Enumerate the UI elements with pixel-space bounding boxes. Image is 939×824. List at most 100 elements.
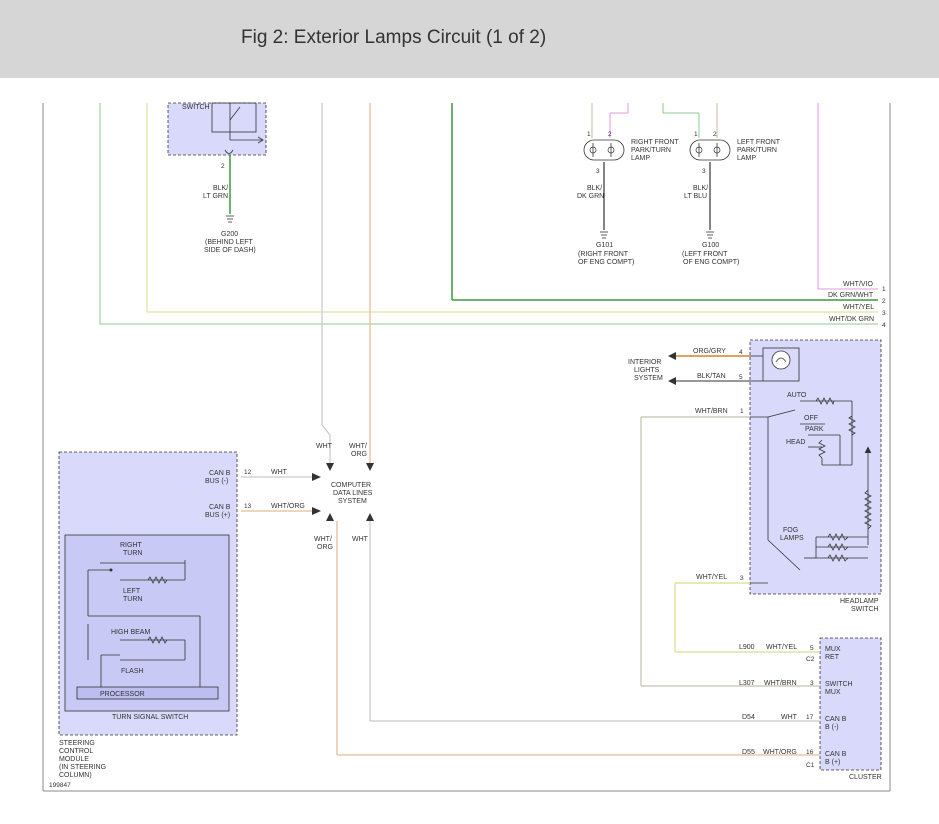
diagram-label: CAN B xyxy=(825,751,847,758)
diagram-label: PARK xyxy=(805,426,824,433)
diagram-label: D55 xyxy=(742,749,755,756)
diagram-label: SWITCH xyxy=(825,681,853,688)
diagram-label: (IN STEERING xyxy=(59,764,106,771)
top-switch: SWITCH 2 BLK/ LT GRN G200 (BEHIND LEFT S… xyxy=(99,102,267,324)
diagram-label: 1 xyxy=(882,286,886,293)
diagram-label: PARK/TURN xyxy=(737,147,777,154)
diagram-label: 16 xyxy=(806,749,814,756)
diagram-label: 1 xyxy=(740,408,744,415)
diagram-label: 5 xyxy=(810,645,814,652)
diagram-label: CAN B xyxy=(209,504,231,511)
diagram-label: WHT/ORG xyxy=(763,749,797,756)
diagram-label: 12 xyxy=(244,469,252,476)
diagram-label: LAMP xyxy=(631,155,650,162)
diagram-label: 3 xyxy=(596,168,600,175)
diagram-label: COLUMN) xyxy=(59,772,92,779)
g200-wire-2: LT GRN xyxy=(203,193,228,200)
diagram-label: D54 xyxy=(742,714,755,721)
diagram-label: FLASH xyxy=(121,668,144,675)
diagram-label: OF ENG COMPT) xyxy=(683,259,739,266)
diagram-label: LT BLU xyxy=(684,193,707,200)
bus-wires: WHT/VIO 1 DK GRN/WHT 2 WHT/YEL 3 WHT/DK … xyxy=(100,103,886,329)
diagram-label: INTERIOR xyxy=(628,359,661,366)
diagram-label: RIGHT xyxy=(120,542,143,549)
diagram-label: 1 xyxy=(694,131,698,138)
diagram-label: LEFT FRONT xyxy=(737,139,781,146)
diagram-label: WHT/ xyxy=(349,443,367,450)
diagram-label: 13 xyxy=(244,503,252,510)
diagram-label: COMPUTER xyxy=(331,482,371,489)
diagram-label: TURN xyxy=(123,596,142,603)
diagram-label: MODULE xyxy=(59,756,89,763)
diagram-label: OFF xyxy=(804,415,818,422)
diagram-label: BLK/ xyxy=(587,185,602,192)
headlamp-switch: INTERIOR LIGHTS SYSTEM ORG/GRY 4 BLK/TAN… xyxy=(628,339,882,686)
diagram-label: RIGHT FRONT xyxy=(631,139,679,146)
diagram-label: TURN SIGNAL SWITCH xyxy=(112,714,188,721)
diagram-label: 3 xyxy=(702,168,706,175)
g200-loc-2: SIDE OF DASH) xyxy=(204,247,256,254)
diagram-label: 3 xyxy=(882,310,886,317)
diagram-label: 2 xyxy=(713,131,717,138)
diagram-label: L307 xyxy=(739,680,755,687)
diagram-label: SYSTEM xyxy=(634,375,663,382)
diagram-label: WHT xyxy=(271,469,288,476)
diagram-label: DK GRN xyxy=(577,193,604,200)
diagram-label: SWITCH xyxy=(851,606,879,613)
diagram-label: PROCESSOR xyxy=(100,691,145,698)
top-switch-pin: 2 xyxy=(221,163,225,170)
diagram-label: WHT xyxy=(781,714,798,721)
diagram-label: OF ENG COMPT) xyxy=(578,259,634,266)
diagram-label: WHT/ xyxy=(314,536,332,543)
diagram-label: CAN B xyxy=(825,716,847,723)
g200-wire-1: BLK/ xyxy=(213,185,228,192)
diagram-label: WHT xyxy=(352,536,369,543)
diagram-label: CAN B xyxy=(209,470,231,477)
diagram-label: LEFT xyxy=(123,588,141,595)
diagram-label: L900 xyxy=(739,644,755,651)
diagram-label: C2 xyxy=(806,656,815,663)
right-front-lamp: 1 2 3 RIGHT FRONT PARK/TURN LAMP BLK/ DK… xyxy=(577,103,679,266)
diagram-label: WHT/DK GRN xyxy=(829,316,874,323)
diagram-label: AUTO xyxy=(787,392,807,399)
steering-control-module: CAN B BUS (-) 12 WHT CAN B BUS (+) 13 WH… xyxy=(58,451,305,779)
diagram-label: B (-) xyxy=(825,724,839,731)
diagram-label: BLK/TAN xyxy=(697,373,726,380)
figure-id: 199847 xyxy=(49,782,71,789)
diagram-label: WHT/YEL xyxy=(843,304,874,311)
ground-icon xyxy=(706,231,714,239)
diagram-label: G100 xyxy=(702,242,719,249)
cluster: L900 WHT/YEL 5 C2 MUX RET L307 WHT/BRN 3… xyxy=(337,637,882,781)
figure-title: Fig 2: Exterior Lamps Circuit (1 of 2) xyxy=(241,27,547,48)
diagram-label: HEAD xyxy=(786,439,805,446)
diagram-label: LAMPS xyxy=(780,535,804,542)
diagram-label: WHT/YEL xyxy=(766,644,797,651)
diagram-label: 5 xyxy=(739,374,743,381)
top-switch-label: SWITCH xyxy=(182,104,210,111)
figure-header: Fig 2: Exterior Lamps Circuit (1 of 2) xyxy=(0,0,939,78)
diagram-label: 4 xyxy=(739,349,743,356)
g200-name: G200 xyxy=(221,231,238,238)
diagram-label: HEADLAMP xyxy=(840,598,879,605)
diagram-label: BUS (-) xyxy=(205,478,228,485)
diagram-label: DATA LINES xyxy=(333,490,373,497)
diagram-label: LAMP xyxy=(737,155,756,162)
diagram-label: WHT/ORG xyxy=(271,503,305,510)
diagram-label: 1 xyxy=(587,131,591,138)
diagram-label: ORG xyxy=(317,544,333,551)
left-front-lamp: 1 2 3 LEFT FRONT PARK/TURN LAMP BLK/ LT … xyxy=(662,103,781,266)
diagram-label: BUS (+) xyxy=(205,512,230,519)
diagram-label: CONTROL xyxy=(59,748,93,755)
diagram-label: HIGH BEAM xyxy=(111,629,150,636)
diagram-label: (LEFT FRONT xyxy=(682,251,728,258)
diagram-label: 3 xyxy=(740,575,744,582)
diagram-label: SYSTEM xyxy=(338,498,367,505)
diagram-label: BLK/ xyxy=(693,185,708,192)
diagram-label: WHT/BRN xyxy=(695,408,728,415)
diagram-label: ORG xyxy=(351,451,367,458)
diagram-label: C1 xyxy=(806,762,815,769)
computer-data-lines: WHT WHT/ ORG COMPUTER DATA LINES SYSTEM … xyxy=(241,443,374,755)
diagram-label: (RIGHT FRONT xyxy=(578,251,629,258)
diagram-label: WHT xyxy=(316,443,333,450)
ground-icon xyxy=(600,231,608,239)
